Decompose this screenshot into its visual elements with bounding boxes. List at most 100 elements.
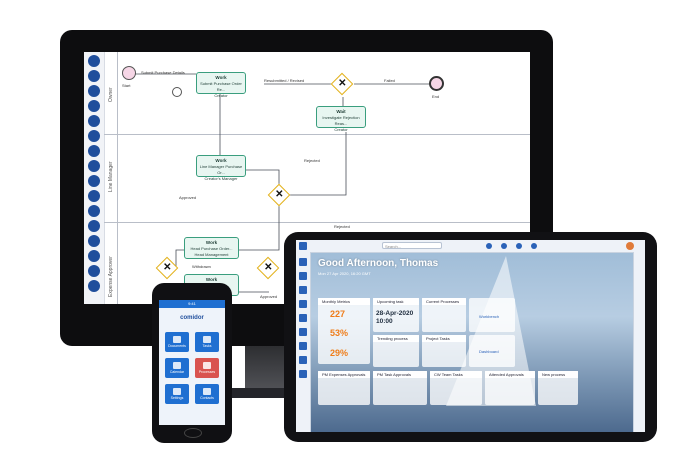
calendar-icon[interactable]	[516, 243, 522, 249]
menu-icon[interactable]	[299, 314, 307, 322]
menu-icon[interactable]	[299, 300, 307, 308]
tablet-screen: Search... Good Afternoon, Thomas Mon 27 …	[296, 240, 645, 432]
widget-title: Project Tasks	[422, 335, 466, 342]
phone-home-button[interactable]	[184, 428, 202, 438]
menu-icon[interactable]	[299, 328, 307, 336]
phone-tile-tasks[interactable]: Tasks	[195, 332, 219, 352]
tasks-icon	[203, 336, 211, 343]
widget-title: Upcoming task	[373, 298, 419, 305]
calendar-icon	[173, 362, 181, 369]
tablet-left-sidebar	[296, 252, 311, 432]
workbench-link[interactable]: Workbench	[479, 314, 500, 319]
app-logo-icon[interactable]	[299, 242, 307, 250]
widget-monthly-metrics[interactable]: Monthly Metrics 227 53% 29%	[318, 298, 370, 364]
avatar[interactable]	[626, 242, 634, 250]
sidebar-tool-icon[interactable]	[88, 130, 100, 142]
settings-icon[interactable]	[531, 243, 537, 249]
sidebar-tool-icon[interactable]	[88, 100, 100, 112]
phone-status-bar: 9:41	[159, 300, 225, 308]
sidebar-tool-icon[interactable]	[88, 190, 100, 202]
lane-divider	[117, 52, 118, 304]
phone-app-logo: comidor	[180, 315, 204, 321]
widget-title: PM Expenses Approvals	[318, 371, 370, 378]
sidebar-tool-icon[interactable]	[88, 145, 100, 157]
timer-event[interactable]	[172, 87, 182, 97]
failed-label: Failed	[384, 78, 395, 83]
greeting-title: Good Afternoon, Thomas	[318, 258, 439, 269]
dashboard-link[interactable]: Dashboard	[479, 349, 499, 354]
menu-icon[interactable]	[299, 370, 307, 378]
notification-icon[interactable]	[486, 243, 492, 249]
end-event[interactable]	[429, 76, 444, 91]
sidebar-tool-icon[interactable]	[88, 160, 100, 172]
menu-icon[interactable]	[299, 356, 307, 364]
tablet-top-bar: Search...	[296, 240, 645, 253]
phone-screen: 9:41 comidor Documents Tasks Calendar Pr…	[159, 300, 225, 425]
widget-pm-expenses[interactable]: PM Expenses Approvals	[318, 371, 370, 405]
sidebar-tool-icon[interactable]	[88, 70, 100, 82]
widget-project-tasks[interactable]: Project Tasks	[422, 335, 466, 367]
documents-icon	[173, 336, 181, 343]
lane-divider	[104, 134, 530, 135]
metric-value: 227	[330, 309, 346, 319]
greeting-date: Mon 27 Apr 2020, 16:20 GMT	[318, 271, 371, 276]
task-investigate-rejection[interactable]: Wait Investigate Rejection Reas... Creat…	[316, 106, 366, 132]
approved-label: Approved	[179, 195, 197, 200]
phone-tile-calendar[interactable]: Calendar	[165, 358, 189, 378]
home-icon[interactable]	[299, 258, 307, 266]
widget-title: CW Team Tasks	[430, 371, 482, 378]
phone-tile-processes[interactable]: Processes	[195, 358, 219, 378]
widget-new-process[interactable]: New process	[538, 371, 578, 405]
resubmitted-label: Resubmitted / Revised	[264, 78, 305, 83]
sidebar-tool-icon[interactable]	[88, 250, 100, 262]
widget-title: Monthly Metrics	[318, 298, 370, 305]
menu-icon[interactable]	[299, 342, 307, 350]
sidebar-tool-icon[interactable]	[88, 205, 100, 217]
widget-title: Current Processes	[422, 298, 466, 305]
menu-icon[interactable]	[299, 272, 307, 280]
sidebar-tool-icon[interactable]	[88, 85, 100, 97]
metric-value: 53%	[330, 328, 349, 338]
widget-dashboard[interactable]: Dashboard	[469, 335, 515, 367]
menu-icon[interactable]	[299, 286, 307, 294]
widget-title: Trending process	[373, 335, 419, 342]
widget-title: New process	[538, 371, 578, 378]
phone-tile-documents[interactable]: Documents	[165, 332, 189, 352]
search-input[interactable]: Search...	[382, 242, 442, 249]
widget-trending-process[interactable]: Trending process	[373, 335, 419, 367]
task-submit-purchase-order[interactable]: Work Submit Purchase Order Re... Creator	[196, 72, 246, 98]
widget-title: Attended Approvals	[485, 371, 535, 378]
sidebar-tool-icon[interactable]	[88, 175, 100, 187]
chat-icon[interactable]	[501, 243, 507, 249]
widget-workbench[interactable]: Workbench	[469, 298, 515, 332]
widget-title: PM Task Approvals	[373, 371, 427, 378]
processes-icon	[203, 362, 211, 369]
phone-tile-settings[interactable]: Settings	[165, 384, 189, 404]
sidebar-tool-icon[interactable]	[88, 115, 100, 127]
widget-cw-team[interactable]: CW Team Tasks	[430, 371, 482, 405]
start-label: Start	[122, 83, 131, 88]
widget-current-processes[interactable]: Current Processes	[422, 298, 466, 332]
start-event[interactable]	[122, 66, 136, 80]
tablet-right-sidebar	[633, 252, 645, 432]
monitor-sidebar	[84, 52, 105, 304]
contacts-icon	[203, 388, 211, 395]
widget-attended-approvals[interactable]: Attended Approvals	[485, 371, 535, 405]
sidebar-tool-icon[interactable]	[88, 280, 100, 292]
sidebar-logo-icon[interactable]	[88, 55, 100, 67]
metric-value: 29%	[330, 348, 349, 358]
settings-icon	[173, 388, 181, 395]
widget-upcoming-task[interactable]: Upcoming task 28-Apr-2020 10:00	[373, 298, 419, 332]
sidebar-tool-icon[interactable]	[88, 220, 100, 232]
sidebar-tool-icon[interactable]	[88, 235, 100, 247]
upcoming-date: 28-Apr-2020 10:00	[376, 310, 414, 325]
rejected-label-2: Rejected	[334, 224, 350, 229]
task-head-review[interactable]: Work Head Purchase Order... Head Managem…	[184, 237, 239, 259]
lane-divider	[104, 222, 530, 223]
widget-pm-tasks[interactable]: PM Task Approvals	[373, 371, 427, 405]
sidebar-tool-icon[interactable]	[88, 265, 100, 277]
task-line-manager-review[interactable]: Work Line Manager Purchase Or... Creator…	[196, 155, 246, 181]
end-label: End	[432, 94, 440, 99]
withdrawn-label: Withdrawn	[192, 264, 211, 269]
phone-tile-contacts[interactable]: Contacts	[195, 384, 219, 404]
